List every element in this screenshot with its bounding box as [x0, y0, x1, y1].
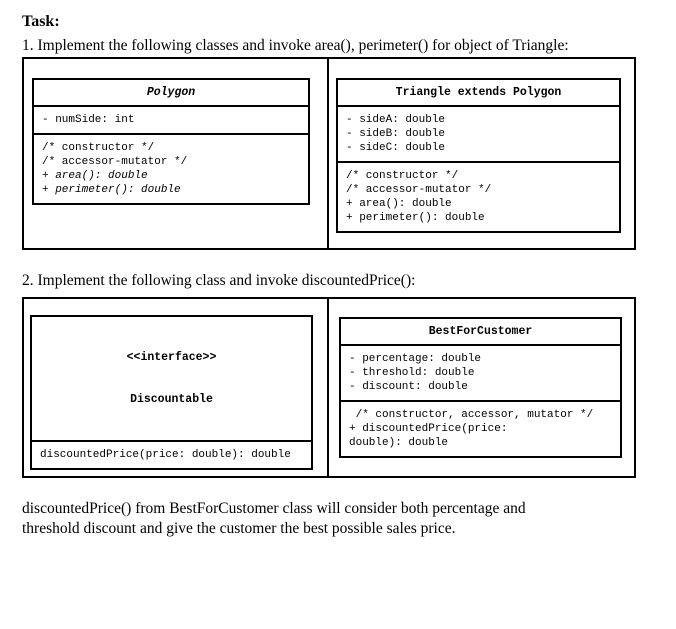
diagram2-frame: <<interface>> Discountable discountedPri… — [22, 297, 636, 478]
triangle-methods-compartment: /* constructor */ /* accessor-mutator */… — [338, 163, 619, 231]
triangle-method: + area(): double — [346, 198, 452, 210]
diagram1-frame: Polygon - numSide: int /* constructor */… — [22, 57, 636, 250]
polygon-attributes-compartment: - numSide: int — [34, 107, 308, 135]
discountable-interface-title: <<interface>> Discountable — [32, 317, 311, 442]
diagram2-right-cell: BestForCustomer - percentage: double - t… — [331, 299, 634, 476]
triangle-class-box: Triangle extends Polygon - sideA: double… — [336, 78, 621, 233]
task-item-2: 2. Implement the following class and inv… — [22, 272, 416, 289]
triangle-attribute: - sideB: double — [346, 128, 446, 140]
footer-note: discountedPrice() from BestForCustomer c… — [22, 499, 526, 539]
triangle-attribute: - sideC: double — [346, 142, 446, 154]
diagram1-left-cell: Polygon - numSide: int /* constructor */… — [24, 59, 329, 248]
polygon-class-box: Polygon - numSide: int /* constructor */… — [32, 78, 310, 205]
triangle-attributes-compartment: - sideA: double - sideB: double - sideC:… — [338, 107, 619, 163]
bestforcustomer-attribute: - threshold: double — [349, 367, 475, 379]
bestforcustomer-attribute: - discount: double — [349, 381, 468, 393]
triangle-method: + perimeter(): double — [346, 212, 485, 224]
polygon-method-comment: /* constructor */ — [42, 142, 155, 154]
polygon-method: + perimeter(): double — [42, 184, 181, 196]
bestforcustomer-class-title: BestForCustomer — [341, 319, 620, 346]
bestforcustomer-method: + discountedPrice(price: — [349, 423, 508, 435]
polygon-method: + area(): double — [42, 170, 148, 182]
polygon-methods-compartment: /* constructor */ /* accessor-mutator */… — [34, 135, 308, 203]
triangle-class-title: Triangle extends Polygon — [338, 80, 619, 107]
interface-name: Discountable — [130, 393, 213, 406]
polygon-class-title: Polygon — [34, 80, 308, 107]
bestforcustomer-method-wrap: double): double — [349, 437, 449, 449]
triangle-attribute: - sideA: double — [346, 114, 446, 126]
diagram2-left-cell: <<interface>> Discountable discountedPri… — [24, 299, 329, 476]
triangle-method-comment: /* accessor-mutator */ — [346, 184, 492, 196]
task-heading: Task: — [22, 13, 60, 30]
discountable-interface-box: <<interface>> Discountable discountedPri… — [30, 315, 313, 470]
task-item-1: 1. Implement the following classes and i… — [22, 37, 569, 54]
diagram1-right-cell: Triangle extends Polygon - sideA: double… — [331, 59, 634, 248]
bestforcustomer-methods-compartment: /* constructor, accessor, mutator */ + d… — [341, 402, 620, 456]
discountable-operations-compartment: discountedPrice(price: double): double — [32, 442, 311, 468]
bestforcustomer-method-comment: /* constructor, accessor, mutator */ — [349, 409, 594, 421]
bestforcustomer-attributes-compartment: - percentage: double - threshold: double… — [341, 346, 620, 402]
footer-note-line1: discountedPrice() from BestForCustomer c… — [22, 500, 526, 517]
bestforcustomer-class-box: BestForCustomer - percentage: double - t… — [339, 317, 622, 458]
footer-note-line2: threshold discount and give the customer… — [22, 520, 456, 537]
bestforcustomer-attribute: - percentage: double — [349, 353, 482, 365]
discountable-operation: discountedPrice(price: double): double — [40, 449, 291, 461]
polygon-method-comment: /* accessor-mutator */ — [42, 156, 188, 168]
interface-stereotype: <<interface>> — [126, 351, 217, 364]
polygon-attribute: - numSide: int — [42, 114, 135, 126]
triangle-method-comment: /* constructor */ — [346, 170, 459, 182]
